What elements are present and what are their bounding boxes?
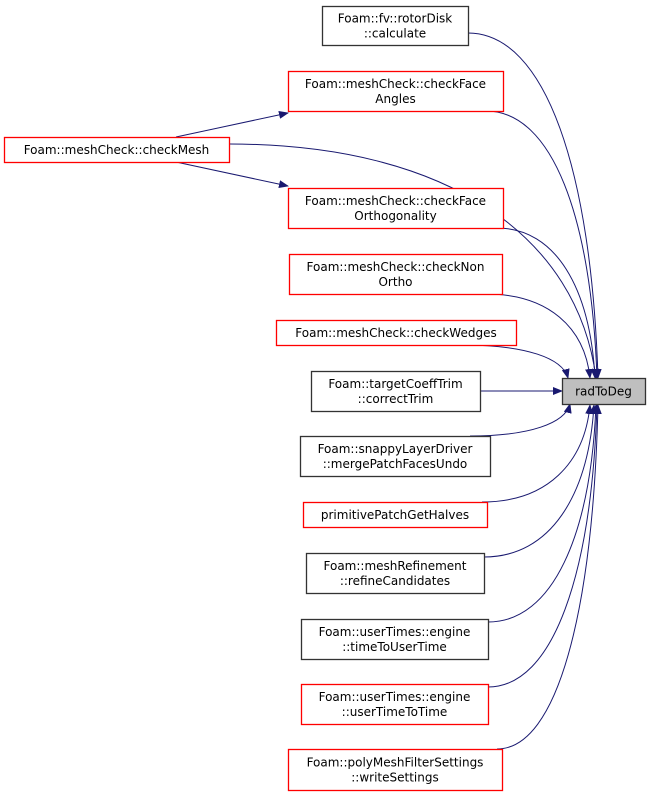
node-label: ::writeSettings	[351, 771, 438, 785]
node-box	[300, 618, 490, 661]
node-label: Foam::userTimes::engine	[319, 690, 471, 704]
node-label: Ortho	[378, 275, 412, 289]
node-box	[299, 435, 492, 478]
edge-checkNonOrtho-to-radToDeg	[485, 293, 594, 379]
nodes: Foam::fv::rotorDisk::calculateFoam::mesh…	[3, 5, 647, 792]
node-box	[275, 319, 518, 347]
node-refineCandidates[interactable]: Foam::meshRefinement::refineCandidates	[305, 552, 486, 595]
edge-rotorDisk-to-radToDeg	[467, 32, 602, 379]
node-label: Foam::fv::rotorDisk	[338, 12, 453, 26]
node-box	[561, 377, 647, 406]
edge-checkMesh-to-checkFaceOrthogonality	[175, 161, 289, 189]
node-label: ::calculate	[364, 27, 426, 41]
node-primitivePatchGetHalves[interactable]: primitivePatchGetHalves	[302, 501, 489, 529]
node-label: radToDeg	[575, 385, 632, 399]
node-label: Angles	[375, 92, 415, 106]
node-label: Orthogonality	[354, 209, 436, 223]
node-label: Foam::meshCheck::checkWedges	[295, 326, 496, 340]
node-mergePatchFacesUndo[interactable]: Foam::snappyLayerDriver::mergePatchFaces…	[299, 435, 492, 478]
node-label: Foam::targetCoeffTrim	[328, 377, 462, 391]
edges	[175, 32, 602, 750]
node-box	[287, 187, 505, 230]
node-timeToUserTime[interactable]: Foam::userTimes::engine::timeToUserTime	[300, 618, 490, 661]
node-checkMesh[interactable]: Foam::meshCheck::checkMesh	[3, 136, 231, 164]
node-radToDeg[interactable]: radToDeg	[561, 377, 647, 406]
node-label: Foam::meshCheck::checkFace	[305, 194, 486, 208]
node-label: primitivePatchGetHalves	[321, 508, 469, 522]
node-label: Foam::meshCheck::checkNon	[307, 260, 485, 274]
node-label: ::timeToUserTime	[342, 640, 447, 654]
node-box	[287, 748, 504, 792]
node-label: Foam::meshCheck::checkFace	[305, 77, 486, 91]
node-rotorDisk[interactable]: Foam::fv::rotorDisk::calculate	[321, 5, 470, 47]
node-correctTrim[interactable]: Foam::targetCoeffTrim::correctTrim	[310, 370, 482, 413]
node-label: ::userTimeToTime	[342, 705, 448, 719]
edge-refineCandidates-to-radToDeg	[483, 404, 598, 558]
node-label: Foam::meshCheck::checkMesh	[24, 143, 210, 157]
edge-checkFaceOrthogonality-to-radToDeg	[496, 227, 599, 379]
node-box	[300, 683, 490, 726]
edge-mergePatchFacesUndo-to-radToDeg	[469, 403, 572, 437]
node-box	[3, 136, 231, 164]
edge-writeSettings-to-radToDeg	[496, 404, 602, 750]
node-label: ::correctTrim	[358, 392, 434, 406]
edge-timeToUserTime-to-radToDeg	[487, 404, 600, 623]
node-checkWedges[interactable]: Foam::meshCheck::checkWedges	[275, 319, 518, 347]
node-userTimeToTime[interactable]: Foam::userTimes::engine::userTimeToTime	[300, 683, 490, 726]
edge-checkFaceAngles-to-radToDeg	[485, 110, 601, 379]
node-box	[305, 552, 486, 595]
node-label: Foam::meshRefinement	[324, 559, 467, 573]
node-label: Foam::snappyLayerDriver	[318, 442, 473, 456]
node-box	[288, 253, 504, 296]
edge-userTimeToTime-to-radToDeg	[487, 404, 601, 688]
node-label: ::refineCandidates	[340, 574, 450, 588]
node-box	[310, 370, 482, 413]
node-label: ::mergePatchFacesUndo	[323, 457, 468, 471]
node-label: Foam::userTimes::engine	[319, 625, 471, 639]
node-writeSettings[interactable]: Foam::polyMeshFilterSettings::writeSetti…	[287, 748, 504, 792]
edge-primitivePatchGetHalves-to-radToDeg	[481, 404, 594, 503]
edge-checkMesh-to-checkFaceAngles	[175, 110, 289, 138]
node-box	[302, 501, 489, 529]
node-box	[287, 70, 505, 113]
node-box	[321, 5, 470, 47]
node-label: Foam::polyMeshFilterSettings	[307, 756, 484, 770]
